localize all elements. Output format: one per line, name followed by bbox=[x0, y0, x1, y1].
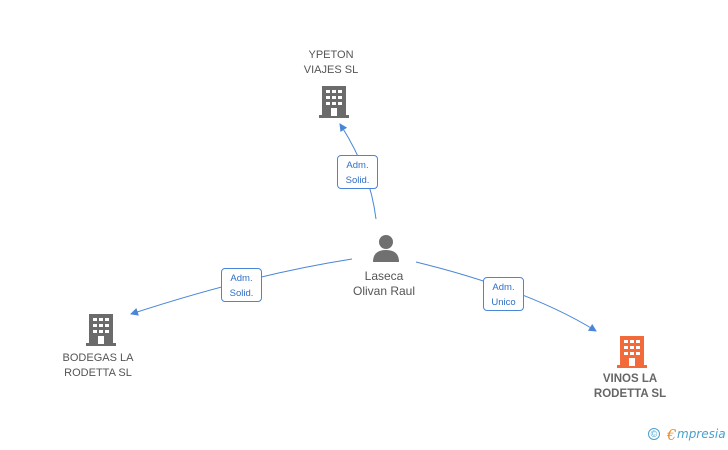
node-bodegas-label[interactable]: BODEGAS LA RODETTA SL bbox=[63, 351, 134, 381]
node-vinos-line2: RODETTA SL bbox=[593, 388, 667, 400]
edge-label-line1: Adm. bbox=[230, 273, 253, 284]
edge-label-line2: Unico bbox=[491, 297, 516, 308]
node-ypeton-line2: VIAJES SL bbox=[303, 64, 359, 76]
building-icon bbox=[319, 86, 349, 118]
node-bodegas-line1: BODEGAS LA bbox=[62, 352, 134, 364]
edge-label-line2: Solid. bbox=[229, 288, 254, 299]
edge-label-to-vinos[interactable]: Adm. Unico bbox=[483, 277, 524, 311]
edge-label-line1: Adm. bbox=[492, 282, 515, 293]
copyright-icon: © bbox=[648, 428, 660, 440]
footer-brand[interactable]: © € mpresia bbox=[648, 426, 728, 445]
node-person-label[interactable]: Laseca Olivan Raul bbox=[353, 269, 415, 299]
building-icon bbox=[86, 314, 116, 346]
person-icon bbox=[373, 235, 399, 262]
node-person-line2: Olivan Raul bbox=[352, 284, 416, 298]
node-vinos-line1: VINOS LA bbox=[602, 373, 658, 385]
edge-label-line1: Adm. bbox=[346, 160, 369, 171]
node-vinos-label[interactable]: VINOS LA RODETTA SL bbox=[594, 372, 666, 402]
edge-label-line2: Solid. bbox=[345, 175, 370, 186]
brand-name: mpresia bbox=[677, 427, 726, 441]
node-person-line1: Laseca bbox=[364, 269, 404, 283]
node-ypeton-label[interactable]: YPETON VIAJES SL bbox=[304, 48, 358, 78]
edge-label-to-ypeton[interactable]: Adm. Solid. bbox=[337, 155, 378, 189]
node-ypeton-line1: YPETON bbox=[308, 49, 354, 61]
brand-logo-initial: € bbox=[667, 426, 677, 444]
edge-label-to-bodegas[interactable]: Adm. Solid. bbox=[221, 268, 262, 302]
node-bodegas-line2: RODETTA SL bbox=[64, 367, 132, 379]
building-icon bbox=[617, 336, 647, 368]
